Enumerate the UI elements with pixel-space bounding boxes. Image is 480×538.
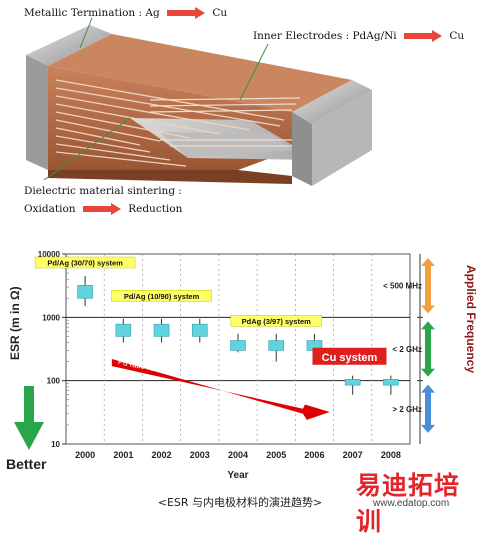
leader-dielectric — [43, 117, 131, 181]
figure-caption: <ESR 与内电极材料的演进趋势> — [157, 496, 323, 509]
left-termination — [26, 25, 112, 66]
box-2004 — [230, 340, 246, 351]
dielectric-label-line2: Oxidation Reduction — [24, 203, 182, 215]
cu-system-label: Cu system — [322, 352, 378, 364]
better-label: Better — [6, 456, 47, 472]
x-tick-label: 2006 — [304, 450, 324, 460]
electrodes-label: Inner Electrodes : PdAg/Ni Cu — [253, 30, 464, 42]
dielectric-text: Dielectric material sintering : — [24, 185, 182, 197]
better-down-arrow-icon — [14, 386, 44, 450]
cutaway-inner-step — [160, 132, 292, 158]
x-tick-label: 2007 — [343, 450, 363, 460]
left-termination-front — [26, 55, 48, 170]
frequency-label: > 2 GHz — [392, 405, 422, 414]
y-tick-label: 100 — [47, 377, 61, 386]
system-label: Pd/Ag (30/70) system — [47, 259, 123, 268]
termination-to-text: Cu — [212, 7, 228, 19]
electrodes-to-text: Cu — [449, 30, 465, 42]
x-tick-label: 2008 — [381, 450, 401, 460]
electrodes-text: Inner Electrodes : PdAg/Ni — [253, 30, 397, 42]
y-tick-label: 1000 — [42, 313, 60, 322]
frequency-double-arrow-icon — [421, 384, 435, 433]
electrode-layers-front — [55, 79, 285, 167]
dielectric-label-line1: Dielectric material sintering : — [24, 185, 182, 197]
box-2002 — [153, 323, 170, 337]
x-tick-label: 2004 — [228, 450, 248, 460]
termination-label: Metallic Termination : Ag Cu — [24, 7, 227, 19]
termination-text: Metallic Termination : Ag — [24, 7, 160, 19]
box-2005 — [268, 340, 285, 351]
frequency-double-arrow-icon — [421, 258, 435, 314]
dielectric-to-text: Reduction — [128, 203, 183, 215]
x-tick-label: 2001 — [113, 450, 133, 460]
arrow-right-icon — [167, 7, 206, 19]
y-tick-label: 10 — [51, 440, 60, 449]
electrode-layers-cutaway — [149, 97, 306, 147]
watermark-url: www.edatop.com — [373, 498, 450, 509]
frequency-label: < 500 MHz — [383, 282, 422, 291]
box-2007 — [344, 379, 361, 386]
ceramic-bottom — [48, 170, 292, 184]
frequency-axis-label: Applied Frequency — [464, 265, 478, 374]
system-label-box — [111, 290, 212, 302]
x-tick-label: 2000 — [75, 450, 95, 460]
box-2008 — [383, 379, 399, 386]
x-tick-label: 2005 — [266, 450, 286, 460]
arrow-right-icon — [82, 203, 121, 215]
box-2000 — [77, 285, 93, 299]
right-termination — [292, 80, 372, 124]
box-2001 — [115, 323, 132, 337]
box-2003 — [191, 323, 208, 337]
leader-termination — [79, 17, 93, 49]
arrow-right-icon — [403, 30, 442, 42]
x-tick-label: 2002 — [152, 450, 172, 460]
right-termination-side — [312, 90, 372, 186]
right-termination-front — [292, 112, 312, 186]
x-tick-label: 2003 — [190, 450, 210, 460]
system-label-box — [34, 256, 136, 269]
esr-chart: 10 100 1000 10000 2000 2001 2002 2003 2004 2005 20… — [34, 250, 435, 481]
x-axis-label: Year — [227, 470, 248, 481]
frequency-label: < 2 GHz — [392, 345, 422, 354]
y-tick-label: 10000 — [38, 250, 61, 259]
ceramic-top — [48, 34, 352, 112]
frequency-double-arrow-icon — [421, 321, 435, 377]
mlcc-cross-section — [26, 17, 372, 186]
dielectric-from-text: Oxidation — [24, 203, 76, 215]
system-label: PdAg (3/97) system — [242, 317, 312, 326]
trend-arrow — [111, 358, 330, 420]
cu-system-badge — [312, 347, 387, 365]
leader-electrodes — [239, 43, 269, 101]
y-axis-label: ESR (m in Ω) — [8, 286, 22, 360]
system-label: Pd/Ag (10/90) system — [124, 292, 200, 301]
system-label-box — [230, 315, 322, 327]
